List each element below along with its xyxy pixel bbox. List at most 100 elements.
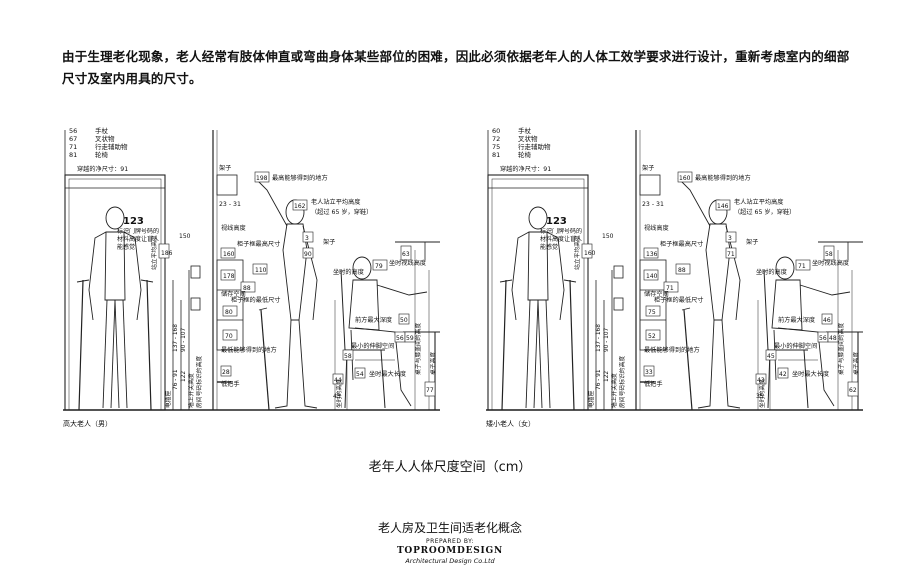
legend-text-1: 手杖 (518, 126, 532, 135)
legend-value-4: 81 (492, 151, 500, 159)
legend-text-4: 轮椅 (518, 150, 532, 159)
min-leg-label: 最小的伸脚空间 (351, 342, 394, 350)
legend-text-4: 轮椅 (95, 150, 109, 159)
vertical-switch-label: 墙上开关高度 (610, 373, 618, 408)
low-handle-label: 低把手 (644, 380, 663, 388)
anthropometric-diagram: 56 手杖 67 叉状物 71 行走辅助物 81 轮椅 穿越的净尺寸：91 架子… (63, 126, 440, 428)
sight-label: 视线高度 (644, 224, 669, 232)
top-reach-value: 160 (679, 175, 691, 182)
value-90: 90 (304, 251, 312, 258)
seat-reach-label: 坐时最大长度 (792, 370, 829, 378)
top-reach-label: 最高能够得到的地方 (272, 174, 328, 182)
vertical-value-90: 90 - 107 (604, 327, 610, 352)
storage-label: 储存空间 (221, 290, 246, 298)
chair (763, 269, 809, 409)
figure-caption: 老年人人体尺度空间（cm） (368, 460, 532, 475)
cabinet-bottom-label: 柜子框的最低尺寸 (654, 296, 704, 304)
stand-height-value: 162 (294, 203, 306, 210)
value-43: 43 (333, 393, 341, 400)
door-width-label: 穿越的净尺寸：91 (77, 165, 128, 173)
shelf-label: 架子 (642, 164, 654, 172)
low-reach-label: 最低能够得到的地方 (221, 346, 277, 354)
low-reach-label: 最低能够得到的地方 (644, 346, 700, 354)
legend-value-1: 60 (492, 127, 500, 135)
panel-label: 高大老人（男） (63, 419, 112, 428)
shelf-range: 23 - 31 (642, 201, 664, 208)
value-77: 77 (426, 387, 434, 394)
vertical-stand-label: 站立平均高度 (573, 235, 581, 270)
door-plate-number: 123 (123, 216, 144, 227)
seated-height-label: 坐时的高度 (333, 268, 364, 276)
min-leg-label: 最小的伸脚空间 (774, 342, 817, 350)
value-3: 3 (305, 235, 309, 242)
value-43: 35 (756, 393, 764, 400)
value-3: 3 (728, 235, 732, 242)
vertical-value-76: 76 - 91 (173, 369, 179, 390)
value-58: 58 (344, 353, 352, 360)
sight-label: 视线高度 (221, 224, 246, 232)
front-depth-label: 前方最大深度 (778, 316, 815, 324)
legend-value-1: 56 (69, 127, 77, 135)
cabinet-top-value: 140 (646, 273, 658, 280)
value-88: 88 (243, 285, 251, 292)
value-56: 56 (819, 335, 827, 342)
socket-symbol (613, 297, 624, 311)
top-reach-value: 198 (256, 175, 268, 182)
chair-shelf-label: 架子 (323, 238, 335, 246)
legend-value-4: 81 (69, 151, 77, 159)
value-79: 71 (798, 263, 806, 270)
switch-symbol (190, 265, 201, 279)
seat-reach-label: 坐时最大长度 (369, 370, 406, 378)
vertical-table-top-label: 桌子高度 (852, 352, 860, 375)
legend-value-3: 71 (69, 143, 77, 151)
standing-figure-with-crutches (76, 206, 154, 411)
cabinet-top-value: 178 (223, 273, 235, 280)
legend-value-2: 67 (69, 135, 77, 143)
value-63: 63 (402, 251, 410, 258)
vertical-value-122: 122 (181, 371, 187, 382)
cabinet-top-label: 柜子框最高尺寸 (237, 240, 280, 248)
seated-sight-label: 坐时视线高度 (389, 259, 426, 267)
value-54: 54 (356, 371, 364, 378)
value-79: 79 (375, 263, 383, 270)
value-59: 59 (406, 335, 414, 342)
value-58: 45 (767, 353, 775, 360)
vertical-plate-label: 房间号码标识的高度 (195, 356, 203, 408)
sight-value: 160 (223, 251, 235, 258)
door-plate-label: 标识门牌号码的材料高度让盲人能感觉 (540, 228, 583, 251)
value-44: 44 (334, 377, 342, 384)
value-90: 71 (727, 251, 735, 258)
value-77: 62 (849, 387, 857, 394)
cabinet-top-label: 柜子框最高尺寸 (660, 240, 703, 248)
legend-text-3: 行走辅助物 (518, 142, 551, 151)
anthropometric-diagram: 60 手杖 72 叉状物 75 行走辅助物 81 轮椅 穿越的净尺寸：91 架子… (486, 126, 863, 428)
socket-symbol (190, 297, 201, 311)
stand-height-label: 老人站立平均高度 (734, 198, 784, 206)
value-88: 71 (666, 285, 674, 292)
value-70: 52 (648, 333, 656, 340)
standing-figure-with-crutches (499, 206, 577, 411)
vertical-value-122: 122 (604, 371, 610, 382)
intro-paragraph: 由于生理老化现象，老人经常有肢体伸直或弯曲身体某些部位的困难，因此必须依据老年人… (62, 49, 850, 86)
panel-tall-elderly-male: 56 手杖 67 叉状物 71 行走辅助物 81 轮椅 穿越的净尺寸：91 架子… (55, 120, 455, 430)
shelf-label: 架子 (219, 164, 231, 172)
vertical-switch-label: 墙上开关高度 (187, 373, 195, 408)
door-plate-number: 123 (546, 216, 567, 227)
legend-value-3: 75 (492, 143, 500, 151)
vertical-table-knee-label: 桌子与膝盖间的高度 (414, 323, 422, 375)
legend-text-2: 叉状物 (95, 134, 115, 143)
sight-value: 136 (646, 251, 658, 258)
company-subtitle: Architectural Design Co.Ltd (405, 557, 495, 565)
stand-height-note: （超过 65 岁，穿鞋） (734, 208, 795, 216)
value-56: 56 (396, 335, 404, 342)
vertical-table-top-label: 桌子高度 (429, 352, 437, 375)
height-value-186: 186 (161, 250, 173, 257)
document-title: 老人房及卫生间适老化概念 (377, 521, 522, 535)
legend-text-3: 行走辅助物 (95, 142, 128, 151)
vertical-socket-label: 电插座 (587, 390, 595, 408)
reaching-figure (677, 177, 741, 411)
reaching-figure (254, 177, 318, 411)
vertical-value-90: 90 - 107 (181, 327, 187, 352)
storage-label: 储存空间 (644, 290, 669, 298)
seated-height-label: 坐时的高度 (756, 268, 787, 276)
